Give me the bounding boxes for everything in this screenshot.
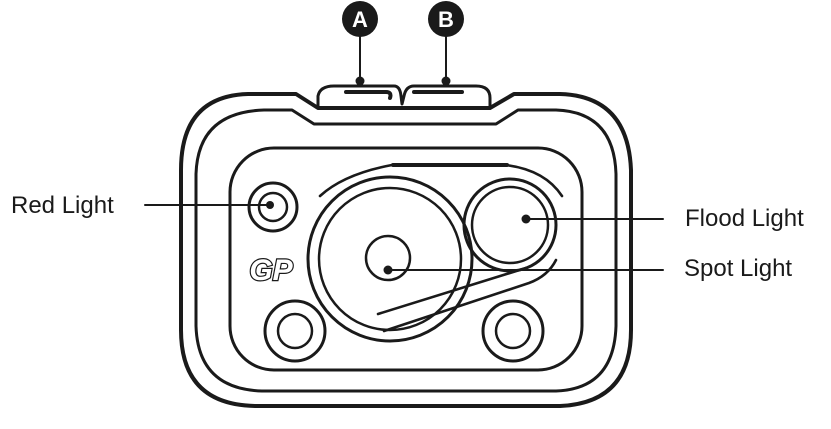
- gp-logo: GP: [249, 254, 293, 287]
- red-light-label: Red Light: [11, 192, 114, 219]
- spot-light-label: Spot Light: [684, 255, 793, 282]
- badge-b: B: [428, 1, 464, 37]
- flood-light-label: Flood Light: [685, 205, 804, 232]
- button-a[interactable]: [344, 90, 393, 100]
- front-panel: [228, 146, 584, 372]
- leader-dots: [266, 76, 531, 275]
- flood-light-lens: [462, 177, 558, 273]
- leader-lines: [144, 35, 664, 271]
- top-buttons: [316, 84, 492, 110]
- bottom-left-screw: [263, 299, 327, 363]
- red-light-led: [247, 181, 299, 233]
- reflector-housing: [318, 163, 564, 333]
- spot-light-lens: [306, 175, 474, 343]
- badge-a-label: A: [352, 7, 368, 32]
- headlamp-outer-shell: [179, 92, 633, 408]
- bottom-right-screw: [481, 299, 545, 363]
- headlamp-inner-shell: [194, 108, 618, 393]
- badge-b-label: B: [438, 7, 454, 32]
- button-housing: [316, 84, 492, 110]
- badge-a: A: [342, 1, 378, 37]
